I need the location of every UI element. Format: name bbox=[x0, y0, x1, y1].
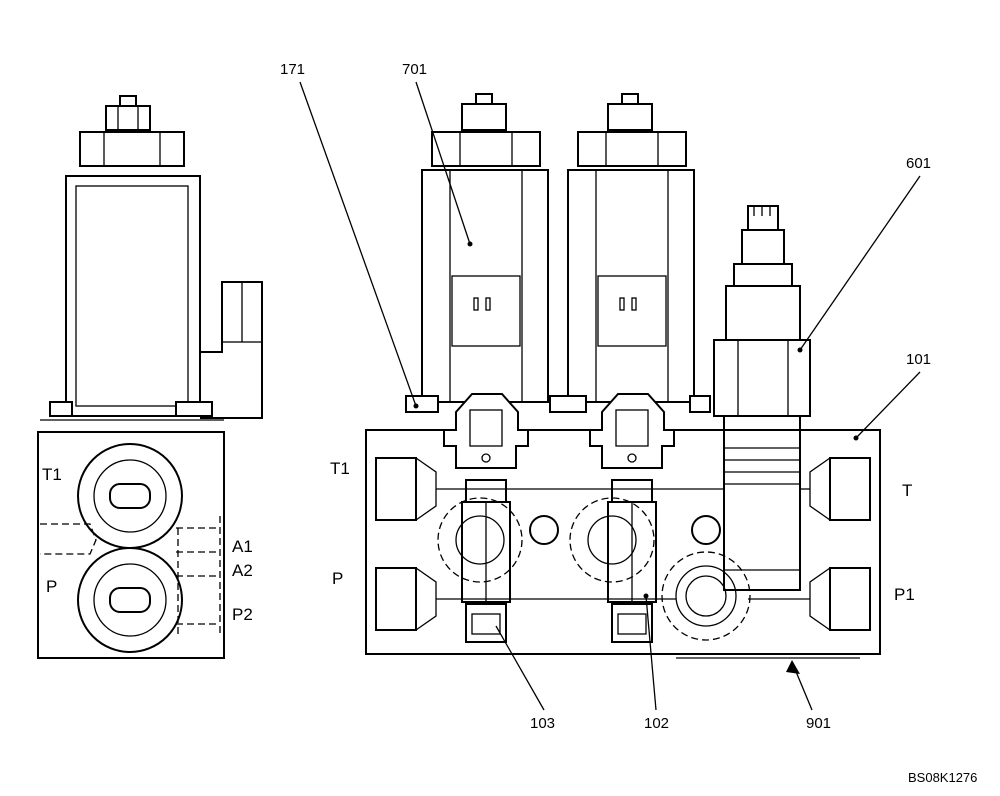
side-connector bbox=[200, 281, 263, 419]
callout-171: 171 bbox=[280, 61, 305, 78]
leader-701 bbox=[415, 81, 471, 245]
screw-right bbox=[689, 395, 711, 413]
side-label-p: P bbox=[46, 577, 57, 596]
callout-701: 701 bbox=[402, 61, 427, 78]
side-coil-collar bbox=[79, 131, 185, 167]
screw-center bbox=[549, 395, 587, 413]
side-coil-stud bbox=[119, 95, 137, 107]
callout-103: 103 bbox=[530, 715, 555, 732]
solenoid-1 bbox=[421, 93, 549, 403]
side-port-p-outer bbox=[77, 547, 183, 653]
solenoid-2 bbox=[567, 93, 695, 403]
port-t-front bbox=[829, 457, 871, 521]
front-label-p: P bbox=[332, 569, 343, 588]
leader-103 bbox=[495, 625, 545, 711]
callout-102: 102 bbox=[644, 715, 669, 732]
port-t1-front bbox=[375, 457, 417, 521]
side-label-p2: P2 bbox=[232, 605, 253, 624]
side-solenoid-coil bbox=[65, 175, 201, 417]
gauge-plug-right bbox=[691, 515, 721, 545]
front-view bbox=[365, 93, 881, 659]
callout-601: 601 bbox=[906, 155, 931, 172]
screw-171-left bbox=[405, 395, 439, 413]
leader-lines bbox=[299, 81, 921, 711]
side-screw-right bbox=[175, 401, 213, 417]
front-label-t: T bbox=[902, 481, 912, 500]
side-label-a2: A2 bbox=[232, 561, 253, 580]
side-coil-nut bbox=[105, 105, 151, 131]
side-port-p-slot bbox=[109, 587, 151, 613]
cartridge-102 bbox=[589, 393, 675, 643]
side-label-t1: T1 bbox=[42, 465, 62, 484]
callout-101: 101 bbox=[906, 351, 931, 368]
side-port-t1-slot bbox=[109, 483, 151, 509]
front-label-p1: P1 bbox=[894, 585, 915, 604]
side-view bbox=[37, 95, 263, 659]
side-valve-body bbox=[37, 431, 225, 659]
cartridge-103 bbox=[443, 393, 529, 643]
side-screw-left bbox=[49, 401, 73, 417]
leader-102 bbox=[645, 595, 657, 711]
leader-601 bbox=[799, 175, 921, 351]
relief-valve bbox=[713, 205, 811, 591]
leader-101 bbox=[855, 371, 921, 439]
leader-171 bbox=[299, 81, 417, 407]
port-p1-front bbox=[829, 567, 871, 631]
callout-901: 901 bbox=[806, 715, 831, 732]
port-p-front bbox=[375, 567, 417, 631]
side-label-a1: A1 bbox=[232, 537, 253, 556]
gauge-plug-left bbox=[529, 515, 559, 545]
drawing-code: BS08K1276 bbox=[908, 770, 977, 785]
front-label-t1: T1 bbox=[330, 459, 350, 478]
